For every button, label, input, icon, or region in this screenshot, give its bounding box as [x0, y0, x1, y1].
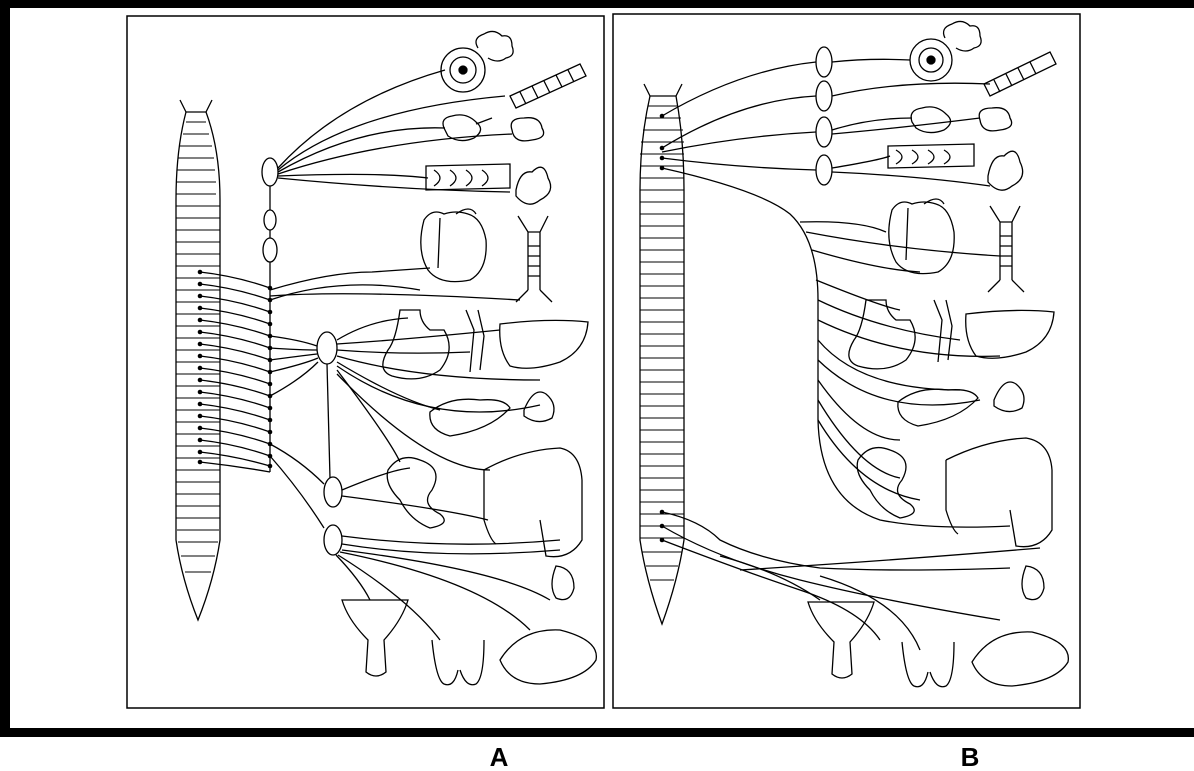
panel-b-fibers	[662, 47, 1040, 650]
otic-ganglion	[816, 155, 832, 185]
panel-a-fibers	[270, 70, 560, 640]
uterus-icon-b	[808, 602, 874, 678]
pterygopalatine-ganglion	[816, 81, 832, 111]
parotid-gland-icon	[511, 118, 543, 141]
eye-icon-b	[910, 21, 981, 81]
liver-icon	[500, 320, 588, 368]
adrenal-icon-b	[994, 382, 1024, 412]
stomach-icon-b	[849, 300, 915, 369]
panel-b-organs	[808, 21, 1068, 686]
bladder-icon-b	[972, 632, 1068, 686]
ciliary-ganglion	[816, 47, 832, 77]
pancreas-icon-b	[898, 389, 978, 426]
frame-bottom	[0, 728, 1194, 737]
kidney-icon-b	[1022, 566, 1044, 600]
trachea-lungs-icon	[516, 216, 552, 302]
small-intestine-icon-b	[857, 448, 914, 518]
thoracolumbar-outflow	[198, 270, 270, 472]
colon-icon	[484, 448, 582, 557]
heart-icon-b	[889, 199, 954, 274]
blood-vessel-icon-b	[934, 300, 952, 362]
lacrimal-gland-icon	[510, 64, 586, 108]
parotid-gland-icon-b	[979, 108, 1011, 131]
panel-a-caption: A	[490, 742, 509, 771]
colon-icon-b	[946, 438, 1052, 547]
testes-icon	[432, 640, 484, 685]
kidney-icon	[552, 566, 574, 600]
inferior-mesenteric-ganglion	[324, 525, 342, 555]
pancreas-icon	[430, 399, 510, 436]
panel-b	[613, 14, 1080, 708]
superior-mesenteric-ganglion	[324, 477, 342, 507]
panel-a	[127, 16, 604, 708]
celiac-ganglion	[317, 332, 337, 364]
blood-vessel-icon	[466, 310, 484, 372]
liver-icon-b	[966, 310, 1054, 358]
uterus-icon	[342, 600, 408, 676]
superior-cervical-ganglion	[262, 158, 278, 186]
spinal-cord-b	[640, 84, 684, 624]
salivary-gland-icon	[443, 115, 481, 141]
frame-top	[0, 0, 1194, 8]
small-intestine-icon	[387, 458, 444, 528]
bladder-icon	[500, 630, 596, 684]
panel-a-organs	[342, 31, 596, 684]
spinal-cord	[176, 100, 220, 620]
salivary-gland-icon-b	[911, 107, 950, 133]
eye-icon	[441, 31, 513, 92]
trachea-lungs-icon-b	[988, 206, 1024, 292]
submandibular-ganglion	[816, 117, 832, 147]
testes-icon-b	[902, 642, 954, 687]
frame-left	[0, 0, 10, 735]
lacrimal-gland-icon-b	[984, 52, 1056, 96]
panel-b-caption: B	[961, 742, 980, 771]
heart-icon	[421, 209, 486, 282]
